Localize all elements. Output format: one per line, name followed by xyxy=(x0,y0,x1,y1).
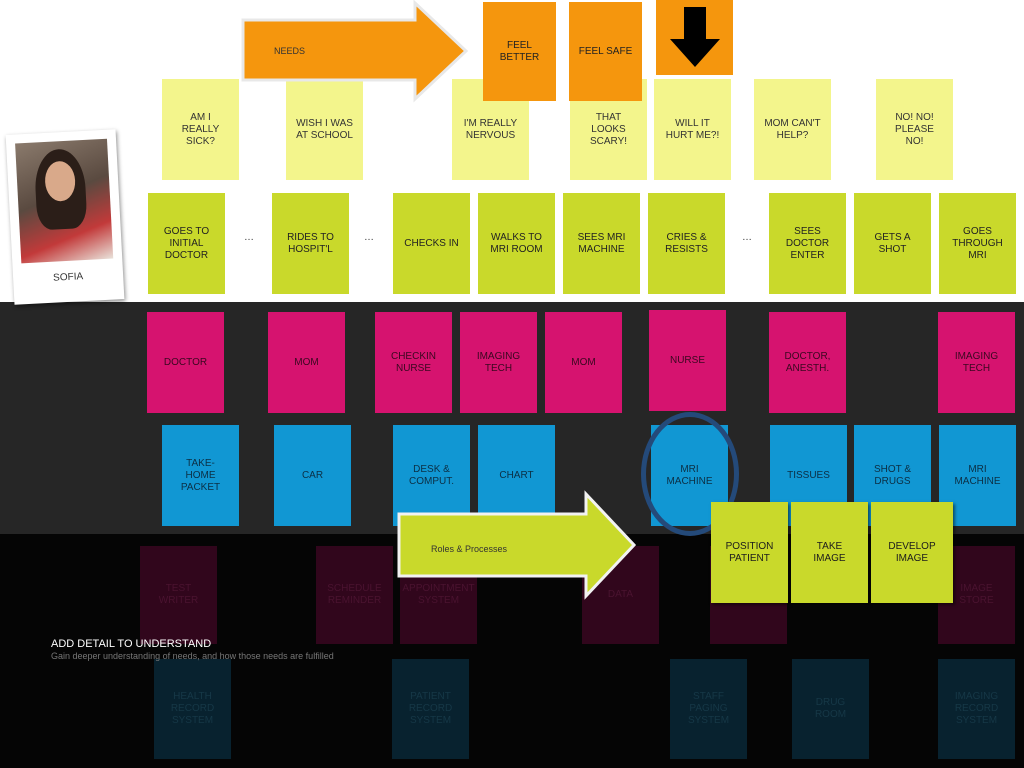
persona-photo: SOFIA xyxy=(6,129,125,305)
person-note: NURSE xyxy=(649,310,726,411)
ellipsis: … xyxy=(244,232,254,243)
faded-note: DRUG ROOM xyxy=(792,659,869,759)
faded-note: PATIENT RECORD SYSTEM xyxy=(392,659,469,759)
process-note: POSITION PATIENT xyxy=(711,502,788,603)
need-note: FEEL BETTER xyxy=(483,2,556,101)
faded-note: TEST WRITER xyxy=(140,546,217,644)
feeling-note: WILL IT HURT ME?! xyxy=(654,79,731,180)
action-note: CHECKS IN xyxy=(393,193,470,294)
object-note: CAR xyxy=(274,425,351,526)
action-note: GOES TO INITIAL DOCTOR xyxy=(148,193,225,294)
feeling-note: MOM CAN'T HELP? xyxy=(754,79,831,180)
action-note: GETS A SHOT xyxy=(854,193,931,294)
feeling-note: NO! NO! PLEASE NO! xyxy=(876,79,953,180)
person-note: MOM xyxy=(545,312,622,413)
ellipsis: … xyxy=(742,232,752,243)
action-note: SEES MRI MACHINE xyxy=(563,193,640,294)
person-note: DOCTOR, ANESTH. xyxy=(769,312,846,413)
person-note: MOM xyxy=(268,312,345,413)
action-note: WALKS TO MRI ROOM xyxy=(478,193,555,294)
need-note-arrow xyxy=(656,0,733,75)
faded-note: HEALTH RECORD SYSTEM xyxy=(154,659,231,759)
slide-caption-title: ADD DETAIL TO UNDERSTAND xyxy=(51,638,211,650)
ellipsis: … xyxy=(364,232,374,243)
action-note: CRIES & RESISTS xyxy=(648,193,725,294)
persona-name: SOFIA xyxy=(13,269,123,286)
needs-arrow-label: NEEDS xyxy=(274,46,305,56)
persona-image xyxy=(15,139,113,264)
person-note: IMAGING TECH xyxy=(460,312,537,413)
action-note: GOES THROUGH MRI xyxy=(939,193,1016,294)
action-note: SEES DOCTOR ENTER xyxy=(769,193,846,294)
feeling-note: AM I REALLY SICK? xyxy=(162,79,239,180)
person-note: IMAGING TECH xyxy=(938,312,1015,413)
object-note: TAKE- HOME PACKET xyxy=(162,425,239,526)
down-arrow-icon xyxy=(670,7,720,69)
person-note: CHECKIN NURSE xyxy=(375,312,452,413)
need-note: FEEL SAFE xyxy=(569,2,642,101)
action-note: RIDES TO HOSPIT'L xyxy=(272,193,349,294)
process-note: TAKE IMAGE xyxy=(791,502,868,603)
slide-caption-subtitle: Gain deeper understanding of needs, and … xyxy=(51,651,334,661)
faded-note: SCHEDULE REMINDER xyxy=(316,546,393,644)
process-note: DEVELOP IMAGE xyxy=(871,502,953,603)
faded-note: IMAGING RECORD SYSTEM xyxy=(938,659,1015,759)
person-note: DOCTOR xyxy=(147,312,224,413)
faded-note: STAFF PAGING SYSTEM xyxy=(670,659,747,759)
roles-processes-arrow-label: Roles & Processes xyxy=(431,544,507,554)
